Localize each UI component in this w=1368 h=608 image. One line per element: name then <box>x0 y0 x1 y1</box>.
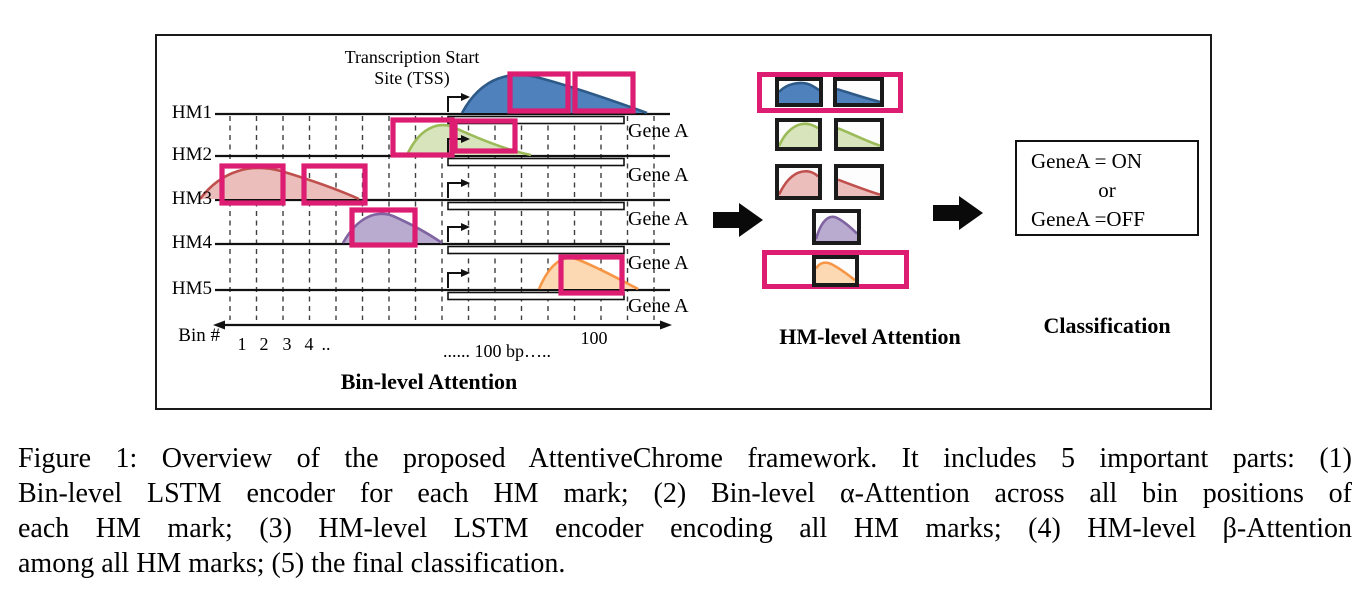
flow-arrow-icon <box>713 203 763 237</box>
hm3-curve-snippet-icon <box>779 168 818 196</box>
hm2-curve-snippet-icon <box>779 122 818 147</box>
hm1-curve-snippet-icon <box>837 81 880 103</box>
hm4-curve-snippet-icon <box>816 213 857 241</box>
flow-arrow-head <box>959 196 983 230</box>
hm2-encoded-box-right <box>834 118 884 151</box>
caption-line: Bin-level LSTM encoder for each HM mark;… <box>18 478 1352 509</box>
hm3-encoded-box-right <box>834 164 884 200</box>
hm3-curve-snippet-icon <box>838 168 880 196</box>
classification-box: GeneA = ON or GeneA =OFF <box>1015 140 1199 236</box>
caption-line: Figure 1: Overview of the proposed Atten… <box>18 443 1352 474</box>
flow-arrow-stem <box>713 212 741 228</box>
hm2-curve-snippet-icon <box>838 122 880 147</box>
gene-state-or: or <box>1098 178 1116 202</box>
classification-title: Classification <box>1043 313 1171 338</box>
hm-attention-highlight-box <box>757 72 903 113</box>
flow-arrow-icon <box>933 196 983 230</box>
hm3-encoded-box-left <box>775 164 822 200</box>
flow-arrow-stem <box>933 205 961 221</box>
hm1-curve-snippet-icon <box>779 81 819 103</box>
hm5-curve-snippet-icon <box>816 259 855 283</box>
caption-line: among all HM marks; (5) the final classi… <box>18 548 566 579</box>
caption-line: each HM mark; (3) HM-level LSTM encoder … <box>18 513 1352 544</box>
flow-arrow-head <box>739 203 763 237</box>
hm1-encoded-box-left <box>775 77 823 107</box>
gene-state-on: GeneA = ON <box>1031 149 1142 173</box>
hm2-encoded-box-left <box>775 118 822 151</box>
hm4-encoded-box <box>812 209 861 245</box>
hm1-encoded-box-right <box>833 77 884 107</box>
hm-level-attention-title: HM-level Attention <box>779 324 961 349</box>
figure-caption: Figure 1: Overview of the proposed Atten… <box>18 441 1352 581</box>
hm5-encoded-box <box>812 255 859 287</box>
gene-state-off: GeneA =OFF <box>1031 207 1145 231</box>
